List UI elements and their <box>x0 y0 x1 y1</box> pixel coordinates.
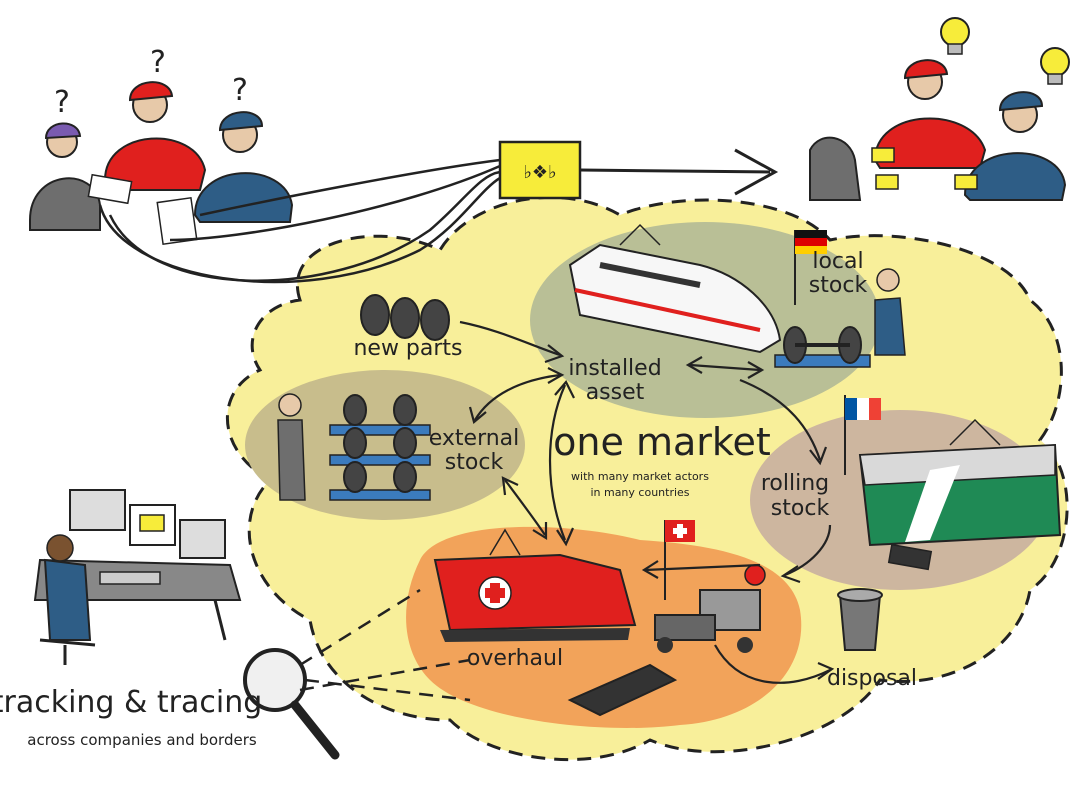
label-rolling-stock-line2: stock <box>771 496 830 521</box>
paper-document <box>87 173 133 205</box>
label-installed-asset-line1: installed <box>568 356 661 381</box>
flow-arrows <box>459 320 835 684</box>
label-tracking-sub: across companies and borders <box>27 731 257 749</box>
label-external-stock-line2: stock <box>445 450 504 475</box>
flow-arrow-right <box>579 148 779 196</box>
bogie-illustration <box>567 663 678 717</box>
wheelset-local <box>774 326 871 368</box>
swiss-locomotive-illustration <box>433 528 637 642</box>
blue-worker <box>963 91 1067 201</box>
label-rolling-stock-line1: rolling <box>761 471 829 496</box>
confused-workers-group: ? ? ? <box>29 45 294 246</box>
external-stock-zone <box>245 370 525 520</box>
red-worker <box>103 81 207 191</box>
maintenance-vehicle <box>654 564 766 653</box>
switzerland-flag-icon <box>664 520 695 600</box>
new-parts-wheels <box>360 294 450 341</box>
enlightened-workers-group <box>809 17 1070 201</box>
label-one-market: one market <box>553 420 771 464</box>
flow-lines <box>98 158 501 284</box>
magnifier-dashed-rays <box>299 588 471 702</box>
external-stock-racks <box>329 394 431 501</box>
label-new-parts: new parts <box>353 336 462 361</box>
lightbulb-icon <box>1040 47 1070 85</box>
label-disposal: disposal <box>827 666 917 691</box>
question-mark: ? <box>232 73 248 108</box>
grey-worker <box>29 122 101 231</box>
label-one-market-sub-line2: in many countries <box>590 486 689 499</box>
id-card <box>954 174 978 190</box>
label-tracking-tracing: tracking & tracing <box>0 685 262 720</box>
circuit-board-icon <box>887 543 933 571</box>
control-room-desk <box>33 489 242 665</box>
label-installed-asset-line2: asset <box>586 380 645 405</box>
green-locomotive-illustration <box>858 418 1062 547</box>
lightbulb-icon <box>940 17 970 55</box>
paper-document <box>156 196 198 246</box>
label-local-stock-line1: local <box>812 249 863 274</box>
magnifier-icon <box>243 648 340 760</box>
label-external-stock-line1: external <box>429 426 520 451</box>
blue-worker-local <box>874 268 906 356</box>
germany-flag-icon <box>794 230 827 305</box>
id-card-center: ♭❖♭ <box>498 140 582 200</box>
id-card <box>871 147 895 163</box>
label-one-market-sub-line1: with many market actors <box>571 470 709 483</box>
label-overhaul: overhaul <box>467 646 563 671</box>
grey-worker-external <box>277 393 306 501</box>
question-mark: ? <box>54 85 70 120</box>
svg-text:♭❖♭: ♭❖♭ <box>523 162 556 183</box>
label-local-stock-line2: stock <box>809 273 868 298</box>
france-flag-icon <box>844 395 881 475</box>
question-mark: ? <box>150 45 166 80</box>
grey-worker <box>809 136 862 201</box>
disposal-bin-icon <box>837 588 883 651</box>
id-card <box>875 174 899 190</box>
red-worker <box>873 59 987 169</box>
ice-train-illustration <box>568 223 782 354</box>
